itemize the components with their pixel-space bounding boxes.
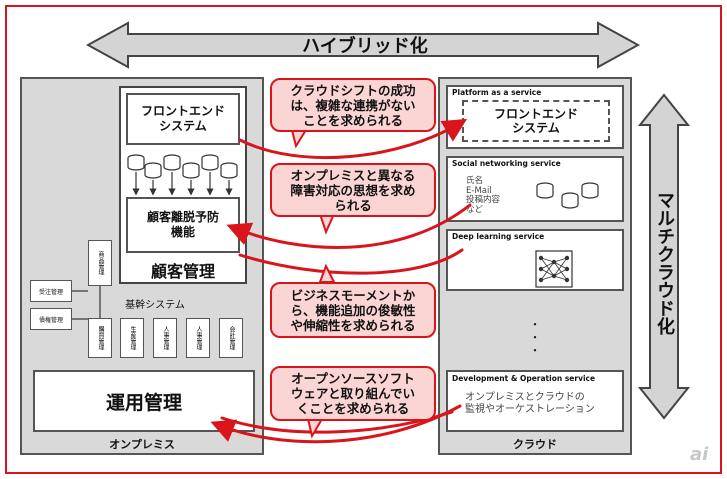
sns-items: 氏名 E-Mail 投稿内容 など: [466, 176, 501, 215]
paas-title: Platform as a service: [452, 88, 542, 97]
onprem-frontend-box: フロントエンド システム: [126, 93, 240, 145]
dl-title: Deep learning service: [452, 232, 545, 241]
devops-desc: オンプレミスとクラウドの 監視やオーケストレーション: [465, 392, 595, 415]
multicloud-label: マルチクラウド化: [654, 191, 675, 335]
sys-box-product: 商品管理: [88, 240, 112, 286]
devops-box: [446, 370, 624, 432]
churn-prevention-label: 顧客離脱予防 機能: [146, 210, 219, 239]
onprem-title: オンプレミス: [109, 438, 175, 451]
sns-title: Social networking service: [452, 159, 561, 168]
hybrid-label: ハイブリッド化: [302, 36, 428, 57]
sys-box-hr2: 人事管理: [186, 318, 210, 358]
sys-box-accounting: 会計管理: [219, 318, 243, 358]
dl-box: [446, 229, 624, 291]
callout-cloud-shift: クラウドシフトの成功 は、複雑な連携がない ことを求められる: [270, 78, 436, 132]
callout-agility: ビジネスモーメントか ら、機能追加の俊敏性 や伸縮性を求められる: [270, 282, 436, 338]
sys-label: 生産管理: [129, 326, 136, 350]
paas-box: [446, 85, 624, 149]
sys-label: 債権管理: [38, 316, 63, 324]
callout-failure-handling: オンプレミスと異なる 障害対応の思想を求め られる: [270, 163, 436, 217]
callout-oss: オープンソースソフト ウェアと取り組んでい くことを求められる: [270, 366, 436, 421]
sys-box-credit: 債権管理: [30, 308, 72, 330]
ops-mgmt-box: 運用管理: [33, 370, 255, 432]
sys-box-order: 受注管理: [30, 280, 72, 302]
watermark-logo: ai: [690, 444, 709, 465]
sys-box-production: 生産管理: [120, 318, 144, 358]
paas-frontend-label: フロントエンド システム: [493, 107, 578, 135]
sys-label: 会計管理: [228, 326, 235, 350]
more-services-dots: ・ ・ ・: [529, 317, 541, 357]
sys-label: 人事管理: [195, 326, 202, 350]
core-system-label: 基幹システム: [125, 299, 185, 311]
ops-mgmt-label: 運用管理: [105, 391, 182, 414]
onprem-frontend-label: フロントエンド システム: [140, 104, 225, 133]
customer-mgmt-label: 顧客管理: [150, 262, 215, 281]
sys-label: 購買管理: [97, 326, 104, 350]
sys-box-hr1: 人事管理: [153, 318, 177, 358]
cloud-title: クラウド: [513, 438, 557, 451]
devops-title: Development & Operation service: [452, 374, 596, 383]
sys-box-purchase: 購買管理: [88, 318, 112, 358]
sys-label: 受注管理: [38, 288, 63, 296]
sys-label: 商品管理: [97, 251, 104, 275]
churn-prevention-box: 顧客離脱予防 機能: [126, 197, 240, 253]
sys-label: 人事管理: [162, 326, 169, 350]
